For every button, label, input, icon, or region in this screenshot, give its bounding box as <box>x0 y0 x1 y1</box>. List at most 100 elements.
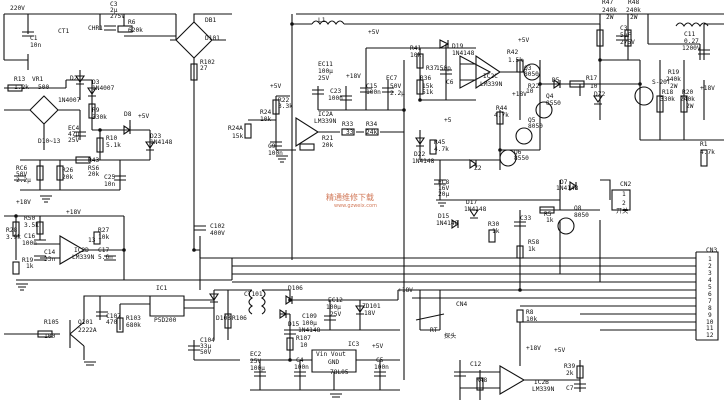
label-r45v: 4.7k <box>434 146 449 153</box>
label-ec4a: 47μ <box>68 131 79 138</box>
label-vr1v: 500 <box>38 84 49 91</box>
label-r20: R20 <box>682 89 693 96</box>
label-c3b2: 5μF <box>620 32 631 39</box>
label-vr1: VR1 <box>32 76 43 83</box>
label-r27v: 10k <box>98 234 109 241</box>
label-p18v5: +18V <box>66 209 81 216</box>
label-z2: Z2 <box>474 165 482 172</box>
label-cn2: CN2 <box>620 181 631 188</box>
label-q8v: 8050 <box>574 212 589 219</box>
label-r5v: 1k <box>546 217 554 224</box>
label-r107: R107 <box>296 335 311 342</box>
label-c11: C11 <box>684 31 695 38</box>
label-r19a: 240k <box>666 76 681 83</box>
label-p5v3: +5V <box>368 29 379 36</box>
label-r33: R33 <box>342 121 353 128</box>
label-c107: C107 <box>106 313 121 320</box>
label-r28v: 3.9k <box>6 234 21 241</box>
label-d15b: D15 <box>288 321 299 328</box>
label-db1: DB1 <box>205 17 216 24</box>
label-r17: R17 <box>586 75 597 82</box>
label-r105v: 100 <box>44 333 55 340</box>
label-d1013: D10~13 <box>38 138 61 145</box>
label-cn3_1: 1 <box>708 256 712 263</box>
label-cn2b: 2 <box>622 200 626 207</box>
label-p18v3: +18V <box>700 85 715 92</box>
label-d103: D103 <box>216 315 231 322</box>
watermark-url: www.gzweix.com <box>334 203 377 209</box>
label-c104: C104 <box>200 337 215 344</box>
label-p5v5: +5V <box>518 37 529 44</box>
label-r103v: 680k <box>126 322 141 329</box>
label-r26: R26 <box>62 167 73 174</box>
label-ec8a: 16V <box>438 185 449 192</box>
label-r41: R41 <box>410 45 421 52</box>
label-d19v: 1N4148 <box>452 50 475 57</box>
label-r22b: R22 <box>528 83 539 90</box>
label-d7v: 1N4148 <box>556 185 579 192</box>
label-c109v: 100μ <box>302 320 317 327</box>
label-c2av: LM339N <box>314 118 337 125</box>
label-c1v: 10n <box>30 42 41 49</box>
label-cn3_11: 11 <box>706 325 714 332</box>
label-c9v: 100n <box>268 150 283 157</box>
label-r106: R106 <box>232 315 247 322</box>
label-d17v: 1N4148 <box>464 206 487 213</box>
label-r102v: 27 <box>200 65 208 72</box>
label-p18v1: +18V <box>346 73 361 80</box>
label-p5v1: +5V <box>138 113 149 120</box>
label-r33v: 33 <box>346 129 354 136</box>
label-c3a: 2μ <box>110 7 118 14</box>
label-r1v: 4.7k <box>700 149 715 156</box>
label-d23v: 1N4148 <box>150 139 173 146</box>
label-cn3_3: 3 <box>708 270 712 277</box>
label-ec4b: 25V <box>68 137 79 144</box>
label-p18v7: +18V <box>526 345 541 352</box>
label-q3v: 8050 <box>524 71 539 78</box>
label-d3v: 1N4007 <box>92 85 115 92</box>
label-r21v: 20k <box>322 142 333 149</box>
label-ec8: EC8 <box>438 179 449 186</box>
label-c109: C109 <box>302 313 317 320</box>
label-p5v2: +5V <box>270 83 281 90</box>
label-c1: C1 <box>30 35 38 42</box>
label-p5v7: +5V <box>554 347 565 354</box>
label-cn3_7: 7 <box>708 298 712 305</box>
label-r24a: R24A <box>228 125 243 132</box>
label-d8: D8 <box>124 111 132 118</box>
label-r36b: 15k <box>422 83 433 90</box>
label-v220: 220V <box>10 5 25 12</box>
label-r102: R102 <box>200 59 215 66</box>
label-r8v: 10k <box>526 316 537 323</box>
label-r1: R1 <box>700 141 708 148</box>
label-ic3b: GND <box>328 359 339 366</box>
label-r37v: 150p <box>436 65 451 72</box>
label-c4v: 100n <box>294 364 309 371</box>
label-r37: R37 <box>426 65 437 72</box>
label-c23v: 100n <box>328 95 343 102</box>
label-c102v: 400V <box>210 230 225 237</box>
label-s24: S-20T <box>652 79 671 86</box>
label-c3: C3 <box>110 1 118 8</box>
label-d2v: 1N4007 <box>58 97 81 104</box>
label-p5v4: +5 <box>444 117 452 124</box>
label-r21: R21 <box>322 135 333 142</box>
label-r24av: 15k <box>232 133 243 140</box>
label-r48: R48 <box>628 0 639 6</box>
label-q5: Q5 <box>528 117 536 124</box>
label-cn3_9: 9 <box>708 312 712 319</box>
label-c104b: 50V <box>200 349 211 356</box>
label-c3a2: C3 <box>620 25 628 32</box>
label-ec4: EC4 <box>68 125 79 132</box>
label-r36v: 51k <box>422 89 433 96</box>
label-r36: R36 <box>420 75 431 82</box>
label-c14: C14 <box>44 249 55 256</box>
label-ic1v: P5D200 <box>154 317 177 324</box>
label-r50v: 3.5k <box>24 222 39 229</box>
label-q101v: 2222A <box>78 327 97 334</box>
label-d106: D106 <box>288 285 303 292</box>
label-d15: D15 <box>438 213 449 220</box>
label-ic2d: IC2D <box>74 247 89 254</box>
label-r22v: 3.3k <box>278 103 293 110</box>
label-rtv: 探头 <box>444 332 456 340</box>
